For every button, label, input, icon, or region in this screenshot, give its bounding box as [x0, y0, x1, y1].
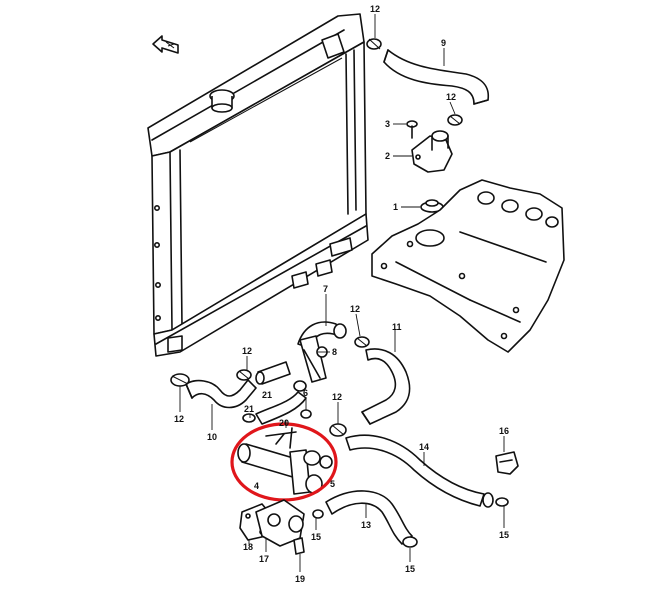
- callout-11: 11: [392, 322, 402, 332]
- callout-17: 17: [259, 554, 269, 564]
- small-water-pipe: [255, 361, 291, 385]
- callout-15-center: 15: [311, 532, 321, 542]
- callout-12-right-mid: 12: [332, 392, 342, 402]
- heater-return-hose: [325, 490, 418, 548]
- hose-clamp-small: [242, 413, 256, 423]
- bracket: [299, 335, 328, 383]
- callout-10: 10: [207, 432, 217, 442]
- callout-4: 4: [254, 481, 259, 491]
- callout-12-thermostat: 12: [446, 92, 456, 102]
- callout-15-bottom: 15: [405, 564, 415, 574]
- hose-clamp-mid-left: [236, 369, 252, 381]
- hose-clamp-top-right: [447, 114, 463, 126]
- callout-12-mid-left: 12: [242, 346, 252, 356]
- thermostat: [420, 199, 444, 213]
- callout-20: 20: [279, 418, 289, 428]
- callout-12-bypass: 12: [350, 304, 360, 314]
- callout-8: 8: [332, 347, 337, 357]
- callout-19: 19: [295, 574, 305, 584]
- callout-5: 5: [330, 479, 335, 489]
- hose-clamp-mid: [354, 336, 370, 348]
- water-inlet-pipe: [237, 427, 333, 495]
- water-pump-inlet-hose: [361, 348, 411, 425]
- hose-clip: [495, 451, 519, 475]
- temperature-sensor: [293, 537, 305, 555]
- heater-hose: [345, 434, 494, 508]
- bolt: [406, 120, 418, 139]
- callout-6: 6: [303, 388, 308, 398]
- hose-clamp-lower-left: [170, 373, 190, 387]
- callout-13: 13: [361, 520, 371, 530]
- radiator: [147, 13, 369, 357]
- hose-clamp-12-lower: [329, 423, 347, 437]
- front-direction-arrow-icon: [152, 35, 179, 54]
- hose-clamp-15-right: [495, 497, 509, 507]
- callout-15-right: 15: [499, 530, 509, 540]
- callout-7: 7: [323, 284, 328, 294]
- callout-18: 18: [243, 542, 253, 552]
- callout-21-upper: 21: [262, 390, 272, 400]
- upper-radiator-hose: [383, 49, 490, 105]
- thermostat-cap: [411, 130, 453, 173]
- callout-9: 9: [441, 38, 446, 48]
- hose-clamp-15-left: [312, 509, 324, 519]
- lower-radiator-hose: [185, 379, 257, 409]
- callout-1: 1: [393, 202, 398, 212]
- callout-3: 3: [385, 119, 390, 129]
- callout-12-lower-left: 12: [174, 414, 184, 424]
- callout-12-top: 12: [370, 4, 380, 14]
- callout-21-lower: 21: [244, 404, 254, 414]
- callout-14: 14: [419, 442, 429, 452]
- water-outlet-housing: [255, 499, 305, 547]
- hose-clamp-6: [300, 409, 312, 419]
- leader-lines: [179, 14, 505, 572]
- hose-clamp-top-left: [366, 38, 382, 50]
- part-callouts: 12 9 12 3 2 1 7 12 11 8 12 21 20 6 12 10…: [174, 4, 509, 584]
- intake-manifold: [371, 179, 565, 353]
- callout-2: 2: [385, 151, 390, 161]
- callout-16: 16: [499, 426, 509, 436]
